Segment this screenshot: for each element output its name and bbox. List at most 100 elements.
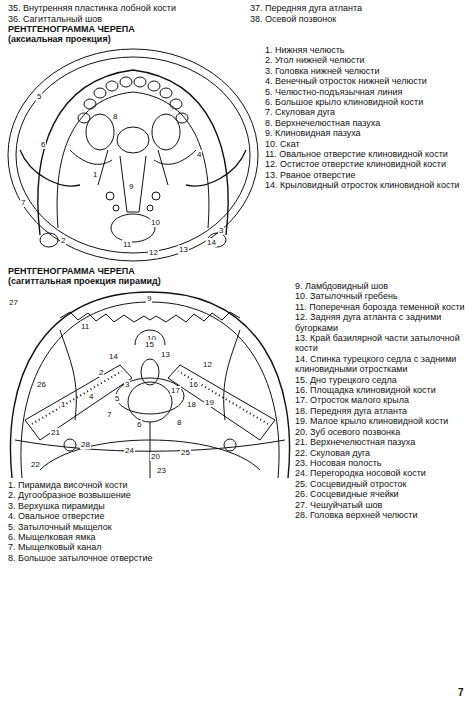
legend-item: 2. Дугообразное возвышение bbox=[8, 490, 288, 500]
callout-number: 28 bbox=[80, 440, 91, 449]
legend-item: 37. Передняя дуга атланта bbox=[250, 3, 362, 13]
legend-item: 12. Остистое отверстие клиновидной кости bbox=[265, 159, 470, 169]
legend-item: 13. Край базилярной части затылочной кос… bbox=[295, 333, 471, 354]
callout-number: 14 bbox=[108, 352, 119, 361]
legend-item: 7. Скуловая дуга bbox=[265, 107, 470, 117]
callout-number: 7 bbox=[20, 198, 26, 207]
legend-item: 23. Носовая полость bbox=[295, 458, 471, 468]
callout-number: 17 bbox=[170, 386, 181, 395]
callout-number: 6 bbox=[136, 420, 142, 429]
zygomatic-arch bbox=[20, 150, 80, 186]
legend-item: 6. Мыщелковая ямка bbox=[8, 532, 288, 542]
callout-number: 16 bbox=[188, 380, 199, 389]
callout-number: 8 bbox=[112, 112, 118, 121]
legend-item: 14. Крыловидный отросток клиновидной кос… bbox=[265, 180, 470, 190]
foramen-magnum bbox=[111, 214, 155, 242]
callout-number: 8 bbox=[176, 418, 182, 427]
tooth bbox=[170, 99, 182, 109]
legend-item: 16. Площадка клиновидной кости bbox=[295, 385, 471, 395]
legend-item: 11. Овальное отверстие клиновидной кости bbox=[265, 149, 470, 159]
callout-number: 5 bbox=[114, 394, 120, 403]
legend-item: 11. Поперечная борозда теменной кости bbox=[295, 302, 471, 312]
page-number: 7 bbox=[458, 688, 464, 698]
tooth bbox=[94, 88, 106, 98]
axial-skull bbox=[8, 49, 258, 261]
legend-item: 9. Клиновидная пазуха bbox=[265, 128, 470, 138]
legend-item: 1. Пирамида височной кости bbox=[8, 480, 288, 490]
legend-item: 35. Внутренняя пластинка лобной кости bbox=[8, 3, 176, 13]
clivus bbox=[120, 156, 146, 212]
callout-number: 27 bbox=[8, 298, 19, 307]
callout-number: 21 bbox=[50, 428, 61, 437]
callout-number: 19 bbox=[204, 398, 215, 407]
callout-number: 13 bbox=[178, 245, 189, 254]
callout-number: 10 bbox=[150, 218, 161, 227]
legend-item: 19. Малое крыло клиновидной кости bbox=[295, 416, 471, 426]
legend-item: 28. Головка верхней челюсти bbox=[295, 510, 471, 520]
greater-wing bbox=[70, 150, 196, 164]
mastoid-cells bbox=[32, 371, 268, 424]
tooth bbox=[134, 77, 146, 87]
callout-number: 20 bbox=[150, 452, 161, 461]
legend-item: 36. Сагиттальный шов bbox=[8, 14, 102, 24]
legend-item: 18. Передняя дуга атланта bbox=[295, 406, 471, 416]
callout-number: 22 bbox=[30, 460, 41, 469]
callout-number: 1 bbox=[60, 400, 66, 409]
callout-number: 26 bbox=[36, 380, 47, 389]
callout-number: 6 bbox=[40, 140, 46, 149]
dens bbox=[141, 359, 159, 385]
skull-base-line bbox=[15, 440, 285, 451]
pyramid-skull bbox=[10, 292, 289, 478]
callout-number: 25 bbox=[180, 448, 191, 457]
tooth bbox=[84, 99, 96, 109]
petrous-pyramid bbox=[168, 365, 275, 440]
legend-item: 9. Ламбдовидный шов bbox=[295, 281, 471, 291]
transverse-groove bbox=[60, 330, 240, 420]
legend-item: 27. Чешуйчатый шов bbox=[295, 500, 471, 510]
callout-number: 14 bbox=[206, 238, 217, 247]
section-heading: РЕНТГЕНОГРАММА ЧЕРЕПА bbox=[8, 266, 135, 276]
nasal-septum bbox=[150, 422, 151, 478]
foramen-magnum bbox=[128, 382, 172, 422]
legend-item: 24. Перегородка носовой кости bbox=[295, 468, 471, 478]
tooth bbox=[106, 81, 118, 91]
legend-item: 15. Дно турецкого седла bbox=[295, 375, 471, 385]
callout-number: 13 bbox=[160, 350, 171, 359]
callout-number: 23 bbox=[156, 466, 167, 475]
legend-list: 1. Пирамида височной кости2. Дугообразно… bbox=[8, 480, 288, 563]
legend-item: 21. Верхнечелюстная пазуха bbox=[295, 437, 471, 447]
callout-number: 4 bbox=[88, 392, 94, 401]
legend-item: 10. Затылочный гребень bbox=[295, 291, 471, 301]
section-heading: (аксиальная проекция) bbox=[8, 34, 111, 44]
callout-number: 2 bbox=[60, 236, 66, 245]
legend-item: 14. Спинка турецкого седла с задними кли… bbox=[295, 354, 471, 375]
maxillary-sinus bbox=[86, 114, 114, 150]
callout-number: 12 bbox=[202, 360, 213, 369]
legend-item: 25. Сосцевидный отросток bbox=[295, 479, 471, 489]
legend-item: 10. Скат bbox=[265, 139, 470, 149]
mandible-inner bbox=[57, 92, 209, 228]
condyle bbox=[64, 439, 76, 451]
callout-number: 18 bbox=[186, 400, 197, 409]
legend-item: 4. Овальное отверстие bbox=[8, 511, 288, 521]
callout-number: 7 bbox=[106, 410, 112, 419]
foramen-ovale bbox=[152, 192, 160, 200]
legend-item: 13. Рваное отверстие bbox=[265, 170, 470, 180]
callout-number: 11 bbox=[122, 240, 132, 249]
pterygoid-process bbox=[98, 150, 168, 185]
maxillary-sinus bbox=[152, 114, 180, 150]
callout-number: 9 bbox=[128, 182, 134, 191]
legend-item: 5. Челюстно-подъязычная линия bbox=[265, 87, 470, 97]
mandible-outer bbox=[38, 70, 228, 235]
callout-number: 11 bbox=[80, 322, 90, 331]
callout-number: 3 bbox=[218, 226, 224, 235]
foramen-spinosum bbox=[147, 205, 153, 211]
inner-table bbox=[21, 302, 279, 478]
callout-number: 4 bbox=[196, 150, 202, 159]
zygomatic-arch bbox=[186, 150, 246, 186]
legend-item: 6. Большое крыло клиновидной кости bbox=[265, 97, 470, 107]
inner-table bbox=[16, 57, 250, 253]
skull-outline bbox=[10, 292, 289, 478]
legend-item: 22. Скуловая дуга bbox=[295, 448, 471, 458]
